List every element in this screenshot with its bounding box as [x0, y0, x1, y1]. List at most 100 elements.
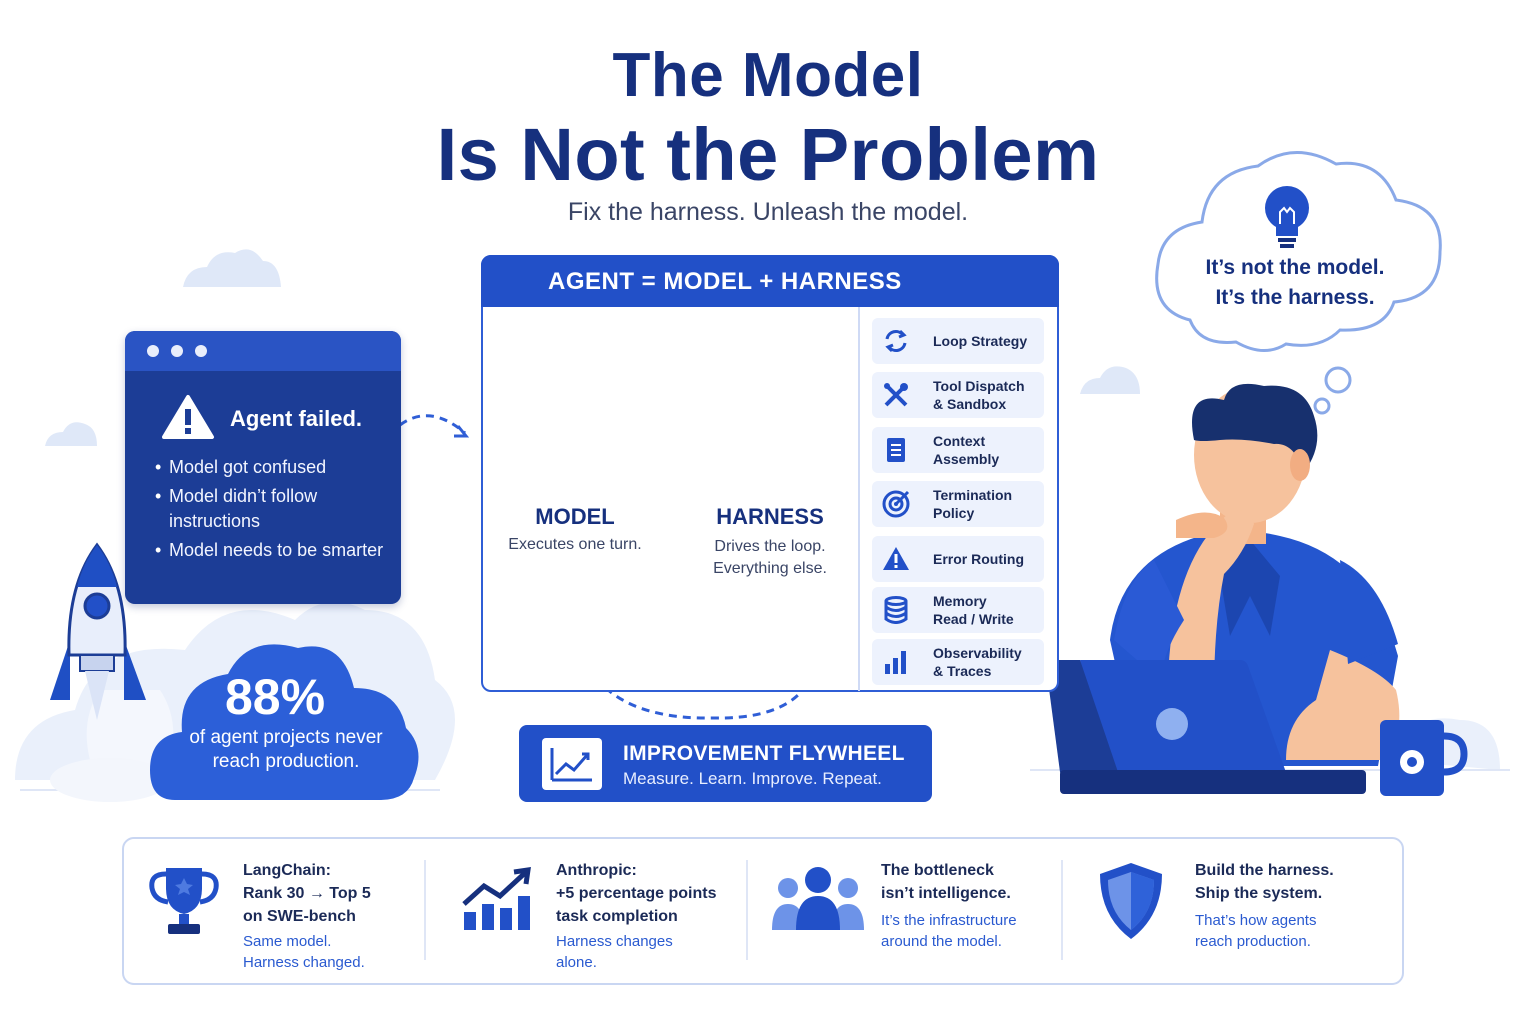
list-item: Model didn’t follow instructions [155, 484, 389, 534]
database-icon [884, 596, 908, 624]
agent-failed-window: Agent failed. Model got confused Model d… [125, 331, 401, 604]
divider [424, 860, 426, 960]
component-label-line: Loop Strategy [933, 333, 1028, 349]
thought-line2: It’s the harness. [1215, 286, 1375, 309]
window-titlebar [125, 331, 401, 371]
evidence-line: It’s the infrastructure [881, 912, 1017, 929]
evidence-line: Anthropic: [556, 862, 637, 879]
evidence-sub-text: It’s the infrastructure around the model… [881, 910, 1017, 952]
evidence-line: LangChain: [243, 862, 331, 879]
component-label-line: Observability [933, 645, 1022, 661]
lightbulb-icon [1265, 186, 1309, 248]
evidence-line: Same model. [243, 933, 332, 950]
cloud-decoration [45, 249, 1140, 446]
bar-chart-icon [885, 651, 906, 674]
component-label-line: Termination [933, 487, 1013, 503]
document-icon [887, 438, 905, 462]
window-dot [171, 345, 183, 357]
evidence-line: task completion [556, 908, 678, 925]
divider [1061, 860, 1063, 960]
component-label-line: Memory [933, 593, 987, 609]
component-label-line: & Traces [933, 663, 992, 679]
model-label: MODEL [535, 504, 615, 529]
window-dot [195, 345, 207, 357]
thought-cloud [1155, 151, 1442, 415]
tools-icon [884, 383, 908, 407]
component-label-line: Assembly [933, 451, 1000, 467]
warning-icon [883, 547, 909, 570]
component-label-line: Tool Dispatch [933, 378, 1025, 394]
harness-component-observability: Observability & Traces [872, 639, 1044, 685]
thought-line1: It’s not the model. [1205, 256, 1385, 279]
stat-text: of agent projects never reach production… [189, 727, 383, 772]
model-description: Executes one turn. [508, 536, 642, 553]
harness-component-error-routing: Error Routing [872, 536, 1044, 582]
evidence-line: on SWE-bench [243, 908, 356, 925]
evidence-main-text: Build the harness. Ship the system. [1195, 859, 1334, 905]
loop-arrows-icon [885, 329, 907, 353]
agent-diagram-header [481, 255, 1059, 307]
component-label: Tool Dispatch & Sandbox [933, 372, 1043, 418]
evidence-line: around the model. [881, 933, 1002, 950]
stat-cloud [150, 644, 419, 800]
component-label-line: Policy [933, 505, 975, 521]
target-icon [882, 490, 910, 518]
failure-reasons-list: Model got confused Model didn’t follow i… [155, 455, 389, 567]
divider [746, 860, 748, 960]
evidence-main-text: Anthropic: +5 percentage points task com… [556, 859, 717, 928]
trophy-icon [149, 868, 219, 934]
growth-chart-icon [462, 867, 531, 930]
flywheel-subtitle: Measure. Learn. Improve. Repeat. [623, 769, 882, 788]
warning-icon [162, 395, 214, 439]
evidence-line: alone. [556, 954, 597, 971]
stat-value: 88% [224, 669, 326, 725]
component-label: Loop Strategy [933, 318, 1043, 364]
harness-label: HARNESS [716, 504, 824, 529]
shield-icon [1100, 863, 1162, 939]
harness-desc-line: Drives the loop. [714, 538, 826, 555]
harness-component-loop-strategy: Loop Strategy [872, 318, 1044, 364]
component-label-line: Read / Write [933, 611, 1014, 627]
list-item: Model needs to be smarter [155, 538, 389, 563]
page-title-line2: Is Not the Problem [436, 113, 1100, 196]
evidence-main-text: The bottleneck isn’t intelligence. [881, 859, 1011, 905]
evidence-sub-text: Harness changes alone. [556, 931, 673, 973]
window-dot [147, 345, 159, 357]
dashed-arrow [399, 414, 466, 435]
evidence-line: +5 percentage points [556, 885, 717, 902]
list-item: Model got confused [155, 455, 389, 480]
component-label-line: Context [933, 433, 986, 449]
failure-heading: Agent failed. [230, 406, 363, 431]
evidence-main-text: LangChain: Rank 30 → Top 5 on SWE-bench [243, 859, 371, 928]
evidence-line: Rank 30 → Top 5 [243, 885, 371, 902]
thinking-person-illustration [1046, 383, 1468, 796]
agent-equation: AGENT = MODEL + HARNESS [548, 268, 902, 295]
page-title-line1: The Model [612, 41, 924, 110]
component-label-line: Error Routing [933, 551, 1024, 567]
diagram-divider [858, 307, 860, 691]
component-label: Observability & Traces [933, 639, 1043, 685]
rocket-icon [50, 542, 174, 802]
evidence-line: reach production. [1195, 933, 1311, 950]
harness-component-tool-dispatch: Tool Dispatch & Sandbox [872, 372, 1044, 418]
page-subtitle: Fix the harness. Unleash the model. [567, 198, 969, 226]
evidence-line: Ship the system. [1195, 885, 1323, 902]
evidence-line: The bottleneck [881, 862, 994, 879]
evidence-line: That’s how agents [1195, 912, 1317, 929]
evidence-line: Build the harness. [1195, 862, 1334, 879]
evidence-sub-text: Same model. Harness changed. [243, 931, 365, 973]
evidence-sub-text: That’s how agents reach production. [1195, 910, 1316, 952]
evidence-line: Harness changed. [243, 954, 365, 971]
harness-desc-line: Everything else. [713, 560, 827, 577]
evidence-bar [122, 837, 1404, 985]
people-icon [772, 867, 864, 930]
harness-description: Drives the loop. Everything else. [690, 536, 850, 580]
component-label-line: & Sandbox [933, 396, 1007, 412]
trend-chart-icon [542, 738, 602, 790]
